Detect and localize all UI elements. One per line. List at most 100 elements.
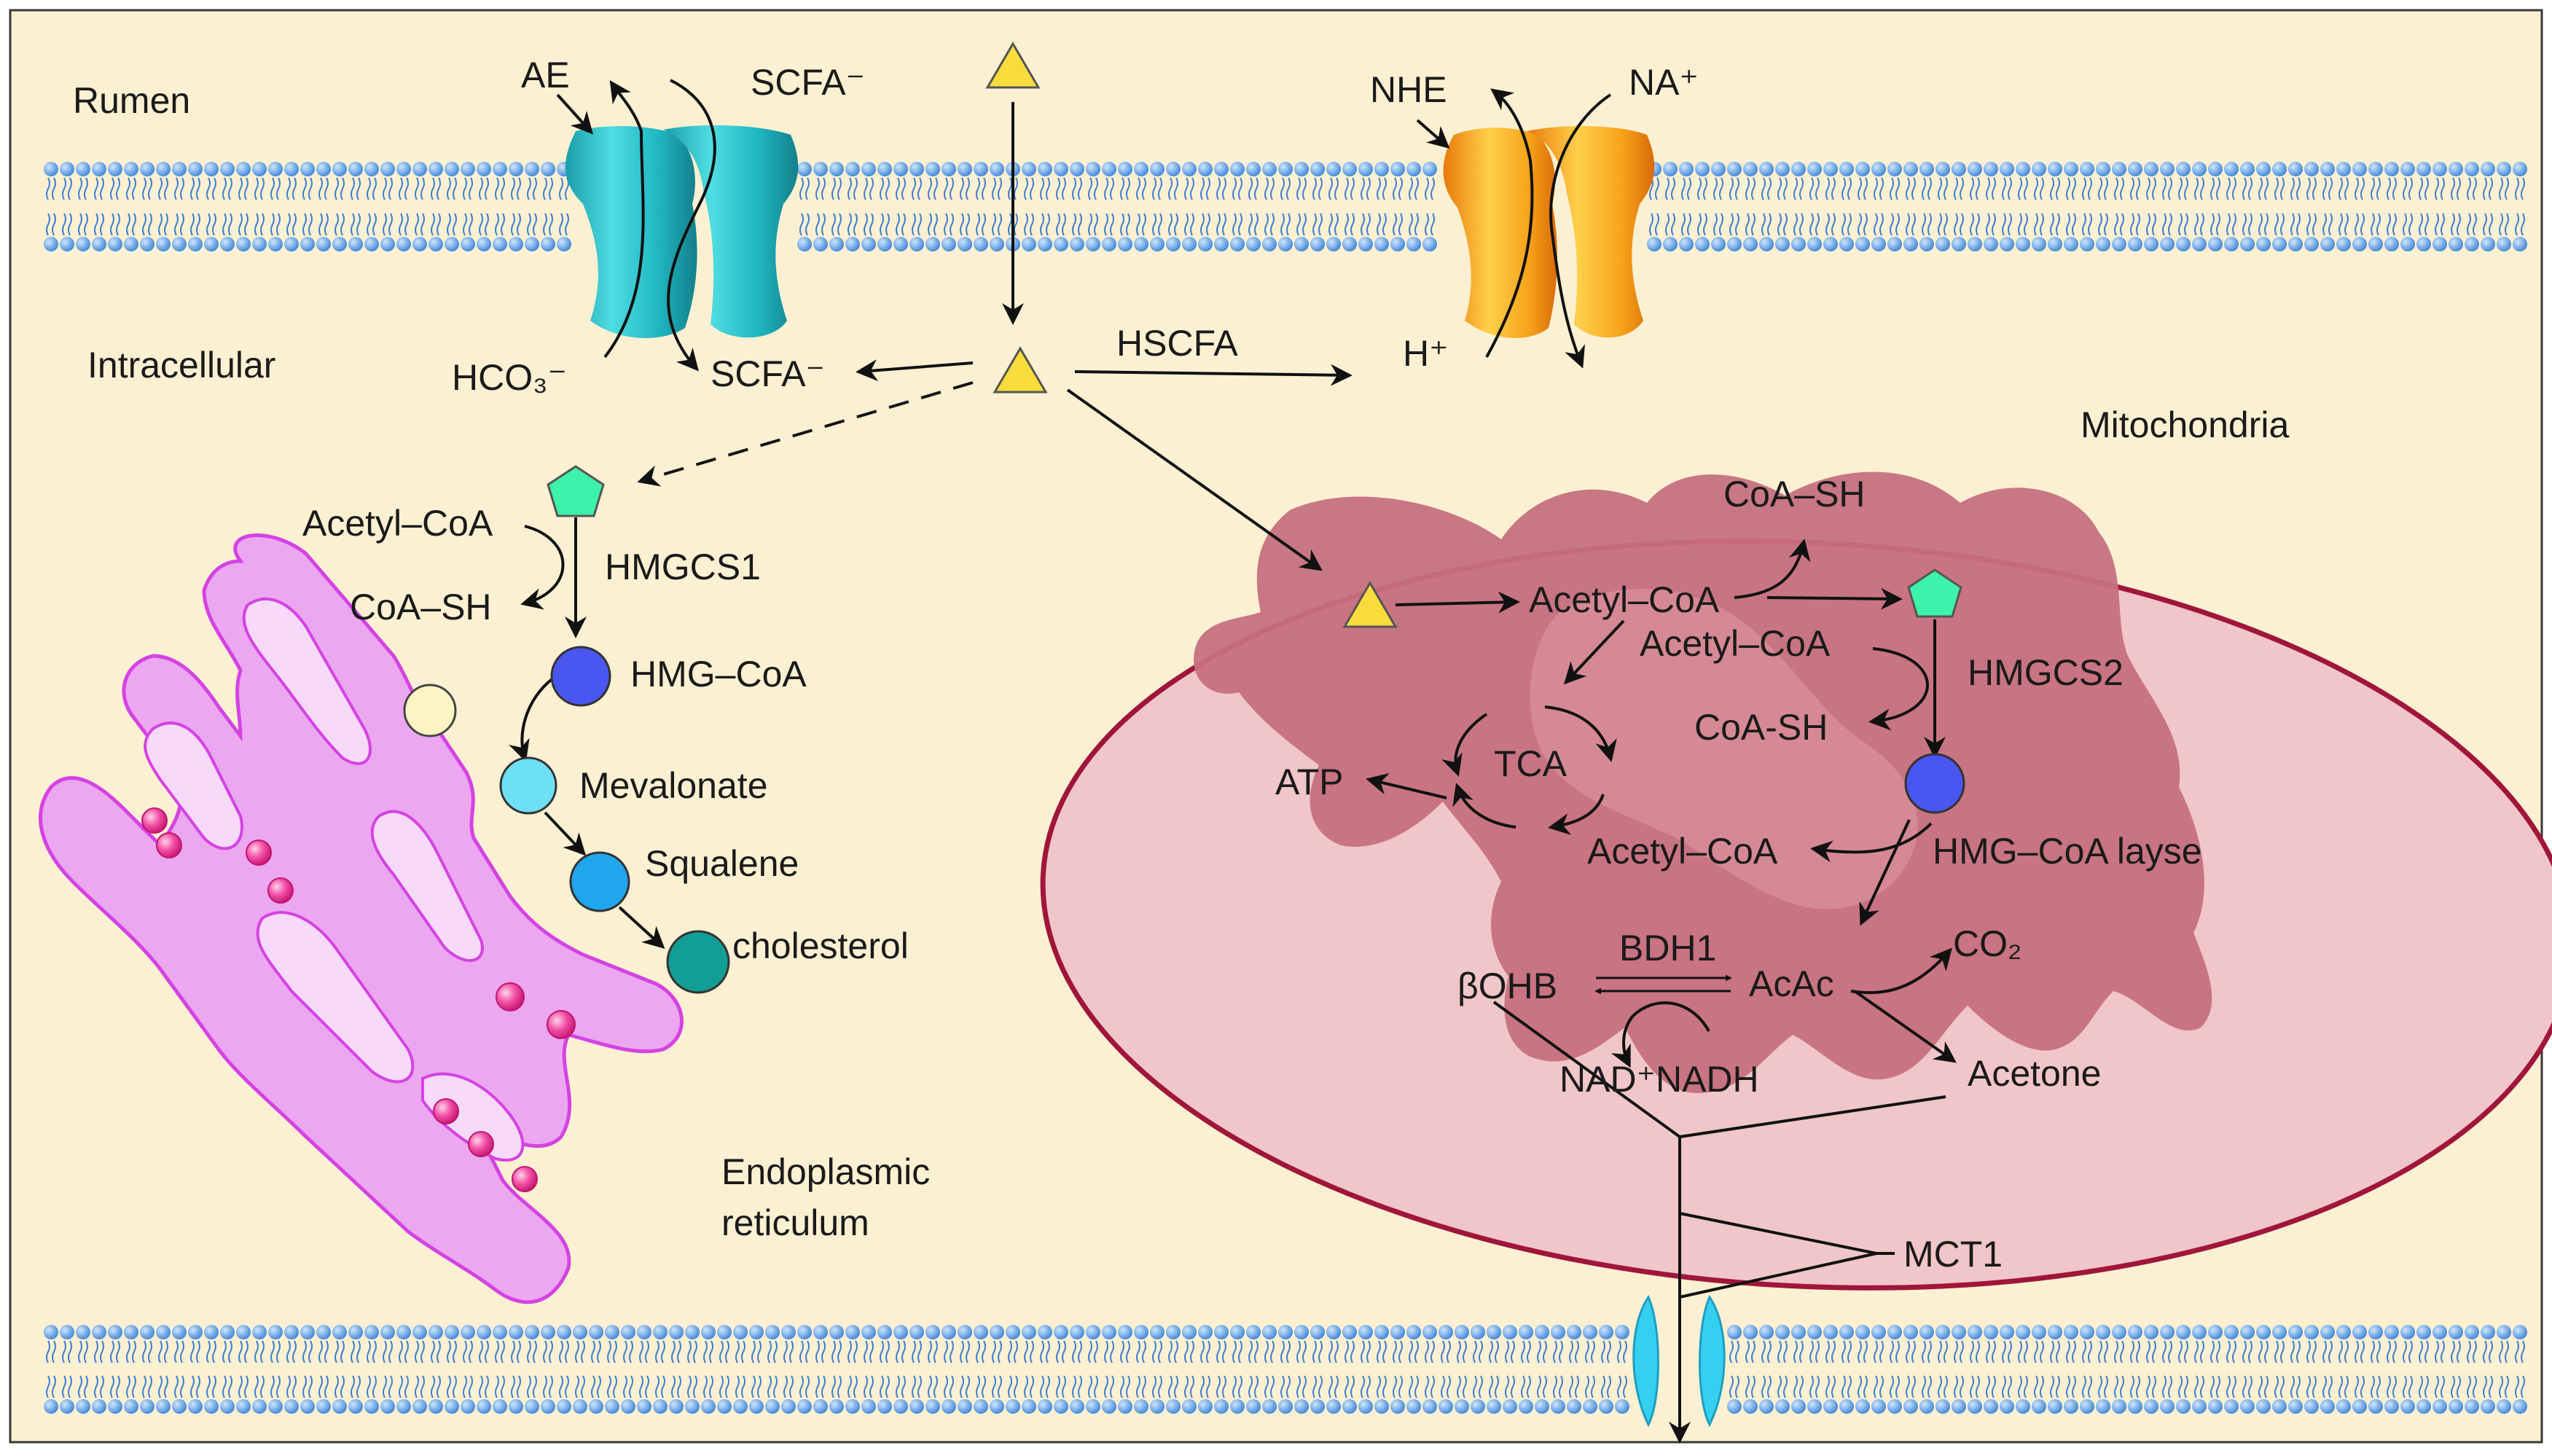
lipid-head [669,1325,684,1339]
lipid-tail [420,177,425,200]
lipid-tail [2467,1375,2471,1398]
lipid-tail [1841,177,1846,200]
lipid-head [1743,162,1758,176]
lipid-head [1775,162,1790,176]
lipid-tail [1735,1340,1739,1363]
na-label: NA⁺ [1629,62,1699,103]
lipid-tail [1777,1375,1782,1398]
nhe-label: NHE [1370,69,1447,110]
lipid-head [1198,162,1213,176]
lipid-tail [2290,1340,2295,1363]
lipid-head [1022,162,1036,176]
lipid-head [1310,1399,1325,1414]
scfa-bottom-label: SCFA⁻ [711,353,825,394]
lipid-head [1390,162,1405,176]
lipid-tail [559,213,563,236]
lipid-head [76,1399,90,1414]
lipid-tail [543,213,547,236]
lipid-tail [1992,213,1996,236]
lipid-tail [1286,213,1291,236]
lipid-tail [415,177,419,200]
lipid-tail [1110,1340,1114,1363]
lipid-head [2160,1325,2175,1339]
lipid-head [412,237,427,251]
lipid-head [1294,237,1309,251]
lipid-head [2064,1325,2078,1339]
lipid-head [1006,1325,1020,1339]
lipid-tail [1206,213,1210,236]
lipid-head [845,1399,860,1414]
lipid-head [1118,1325,1132,1339]
lipid-tail [1366,1375,1371,1398]
lipid-head [1358,1399,1373,1414]
lipid-tail [351,177,355,200]
lipid-head [1422,162,1437,176]
lipid-head [1503,1325,1517,1339]
lipid-tail [1831,177,1836,200]
lipid-head [140,1325,154,1339]
lipid-tail [2515,1375,2519,1398]
lipid-tail [254,213,259,236]
lipid-head [2240,1325,2255,1339]
lipid-head [2208,237,2223,251]
lipid-tail [1617,1340,1621,1363]
lipid-head [1823,1399,1838,1414]
lipid-tail [1014,177,1018,200]
lipid-head [92,1325,106,1339]
lipid-tail [805,177,810,200]
lipid-tail [383,177,387,200]
lipid-tail [912,213,916,236]
lipid-head [509,237,523,251]
lipid-tail [549,177,553,200]
lipid-tail [885,1340,890,1363]
lipid-tail [222,177,227,200]
lipid-tail [1345,1375,1349,1398]
lipid-tail [1024,1340,1028,1363]
lipid-tail [238,177,243,200]
lipid-tail [126,177,130,200]
lipid-head [252,162,267,176]
lipid-head [733,1325,748,1339]
lipid-tail [238,1340,243,1363]
lipid-tail [2322,1375,2327,1398]
lipid-tail [655,1340,659,1363]
lipid-tail [2114,1340,2118,1363]
lipid-tail [399,1375,403,1398]
lipid-head [2304,1399,2319,1414]
lipid-tail [2130,213,2134,236]
lipid-tail [1681,177,1686,200]
lipid-tail [2360,1375,2365,1398]
lipid-tail [831,213,836,236]
lipid-head [861,1325,876,1339]
lipid-tail [2451,1340,2455,1363]
lipid-head [493,237,507,251]
lipid-tail [2483,213,2487,236]
lipid-tail [805,1340,810,1363]
lipid-head [1022,237,1036,251]
lipid-tail [1537,1340,1541,1363]
lipid-head [525,162,539,176]
lipid-tail [517,1340,521,1363]
lipid-tail [318,1375,323,1398]
lipid-tail [1158,1375,1162,1398]
lipid-tail [431,1340,435,1363]
ae-label: AE [521,55,570,95]
lipid-tail [2338,177,2343,200]
lipid-tail [741,1375,745,1398]
lipid-tail [2312,177,2317,200]
lipid-head [1935,237,1950,251]
lipid-tail [687,1340,692,1363]
lipid-tail [2034,1340,2038,1363]
lipid-tail [1793,177,1798,200]
lipid-head [2112,162,2126,176]
lipid-tail [853,213,858,236]
lipid-head [990,1325,1004,1339]
lipid-tail [1216,213,1221,236]
lipid-head [1118,237,1132,251]
lipid-tail [2152,177,2156,200]
lipid-head [2064,237,2078,251]
lipid-head [1214,1399,1229,1414]
lipid-tail [2457,1375,2461,1398]
lipid-tail [100,1375,104,1398]
lipid-tail [960,177,964,200]
